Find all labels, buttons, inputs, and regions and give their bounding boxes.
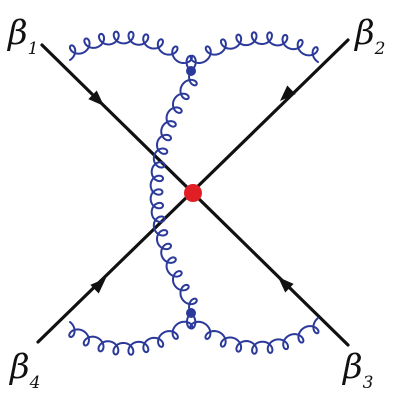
label-beta3: β3 — [341, 347, 373, 393]
gluon-lines — [68, 30, 320, 356]
label-beta4: β4 — [8, 347, 40, 393]
three-gluon-vertex-bottom — [186, 308, 196, 318]
three-gluon-vertex-top — [186, 66, 196, 76]
gluon-top-left — [68, 30, 193, 72]
arrow-beta3 — [278, 277, 294, 293]
gluon-top-right — [189, 31, 319, 72]
arrow-beta4 — [90, 278, 106, 294]
arrow-beta1 — [88, 90, 104, 106]
gluon-vertical — [149, 70, 198, 314]
label-beta1: β1 — [6, 13, 38, 59]
gluon-bottom-right — [189, 312, 320, 355]
label-beta2: β2 — [353, 13, 385, 59]
arrow-beta2 — [280, 85, 296, 101]
gluon-bottom-left — [68, 312, 194, 356]
central-vertex — [184, 184, 202, 202]
